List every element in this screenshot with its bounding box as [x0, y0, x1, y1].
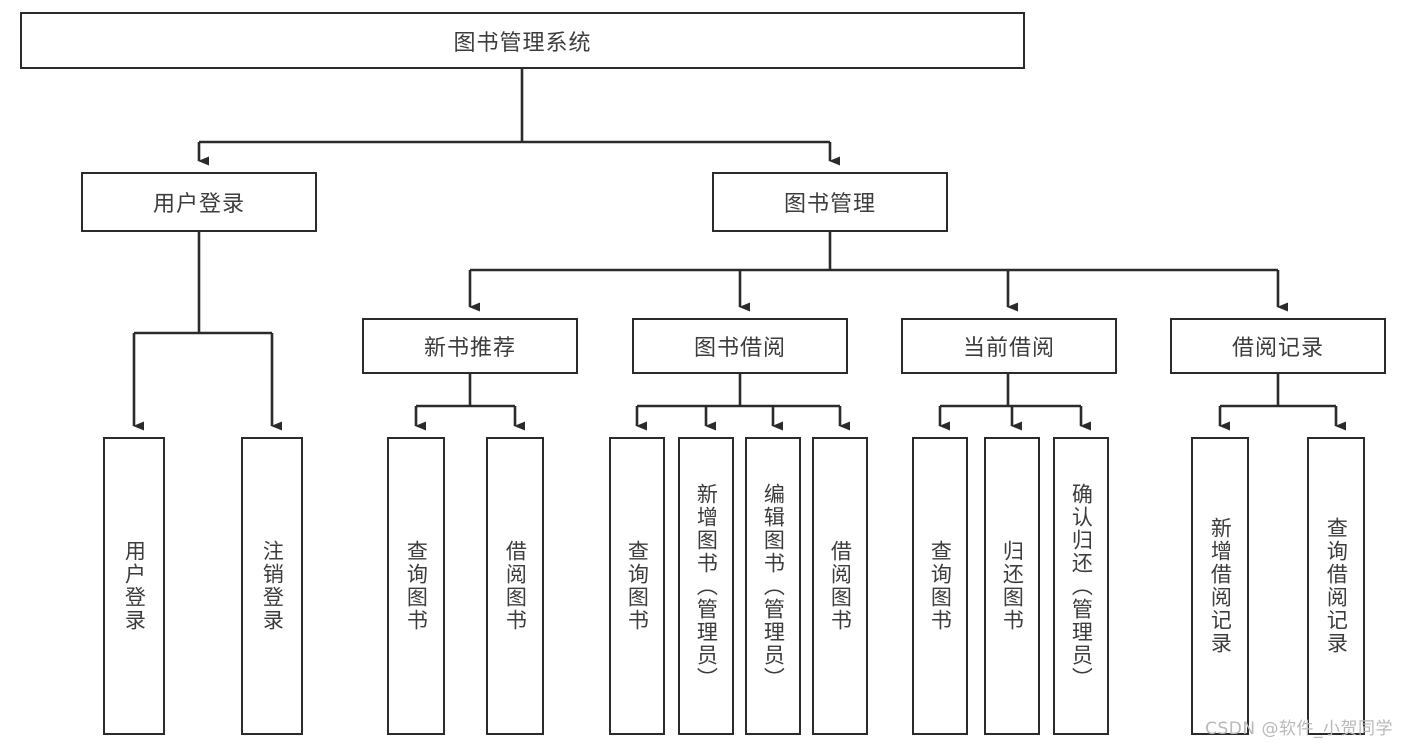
node-leaf-query-book-2[interactable]: 查询图书 [609, 437, 665, 735]
node-leaf-query-book-3[interactable]: 查询图书 [912, 437, 968, 735]
node-leaf-add-book-label: 新增图书（管理员） [694, 482, 719, 690]
node-leaf-query-record[interactable]: 查询借阅记录 [1307, 437, 1365, 735]
node-leaf-query-book-3-label: 查询图书 [928, 540, 953, 632]
node-root-label: 图书管理系统 [453, 30, 592, 56]
node-book-borrow[interactable]: 图书借阅 [632, 318, 848, 374]
node-leaf-query-record-label: 查询借阅记录 [1324, 517, 1349, 655]
node-root[interactable]: 图书管理系统 [20, 12, 1025, 69]
node-leaf-edit-book[interactable]: 编辑图书（管理员） [745, 437, 801, 735]
node-leaf-add-book[interactable]: 新增图书（管理员） [678, 437, 734, 735]
node-leaf-query-book-1-label: 查询图书 [404, 540, 429, 632]
node-leaf-confirm-return-label: 确认归还（管理员） [1069, 482, 1094, 690]
node-new-book-recommend-label: 新书推荐 [423, 336, 516, 361]
node-current-borrow[interactable]: 当前借阅 [901, 318, 1117, 374]
node-book-manage[interactable]: 图书管理 [712, 172, 948, 232]
node-new-book-recommend[interactable]: 新书推荐 [362, 318, 578, 374]
node-leaf-logout[interactable]: 注销登录 [241, 437, 303, 735]
node-leaf-borrow-book-2[interactable]: 借阅图书 [812, 437, 868, 735]
node-book-borrow-label: 图书借阅 [693, 336, 786, 361]
node-leaf-query-book-1[interactable]: 查询图书 [387, 437, 445, 735]
node-user-login-label: 用户登录 [152, 192, 245, 217]
node-borrow-record[interactable]: 借阅记录 [1170, 318, 1386, 374]
node-current-borrow-label: 当前借阅 [962, 336, 1055, 361]
node-leaf-user-login-label: 用户登录 [122, 540, 147, 632]
watermark-text: CSDN @软件_小贺同学 [1205, 719, 1393, 739]
node-leaf-confirm-return[interactable]: 确认归还（管理员） [1053, 437, 1109, 735]
node-leaf-query-book-2-label: 查询图书 [625, 540, 650, 632]
node-leaf-return-book-label: 归还图书 [1000, 540, 1025, 632]
node-borrow-record-label: 借阅记录 [1231, 336, 1324, 361]
node-leaf-logout-label: 注销登录 [260, 540, 285, 632]
node-leaf-add-record[interactable]: 新增借阅记录 [1191, 437, 1249, 735]
node-leaf-borrow-book-2-label: 借阅图书 [828, 540, 853, 632]
node-leaf-return-book[interactable]: 归还图书 [984, 437, 1040, 735]
node-leaf-add-record-label: 新增借阅记录 [1208, 517, 1233, 655]
node-book-manage-label: 图书管理 [783, 192, 876, 217]
node-leaf-borrow-book-1[interactable]: 借阅图书 [486, 437, 544, 735]
node-leaf-user-login[interactable]: 用户登录 [103, 437, 165, 735]
node-user-login[interactable]: 用户登录 [81, 172, 317, 232]
node-leaf-borrow-book-1-label: 借阅图书 [503, 540, 528, 632]
node-leaf-edit-book-label: 编辑图书（管理员） [761, 482, 786, 690]
